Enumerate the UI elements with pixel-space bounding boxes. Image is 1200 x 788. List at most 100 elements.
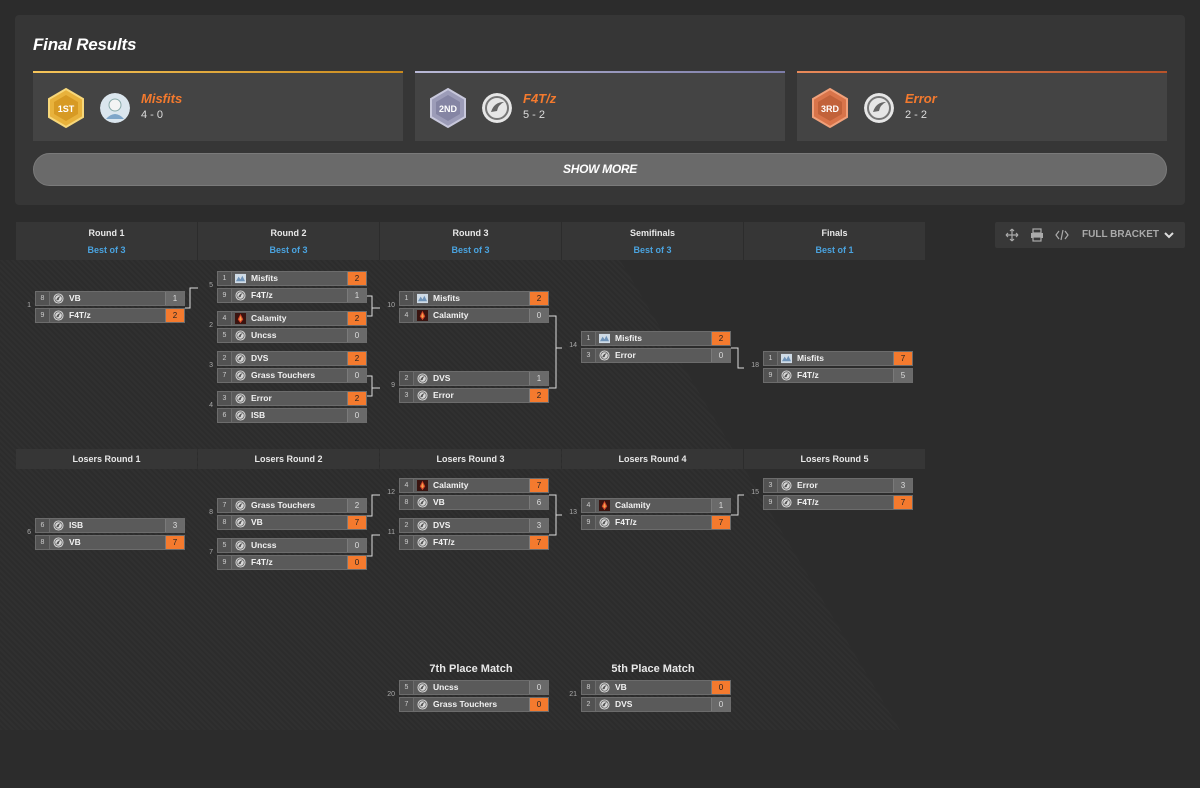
team-name[interactable]: DVS — [433, 373, 451, 383]
chevron-down-icon[interactable] — [1163, 229, 1175, 241]
show-more-button[interactable]: SHOW MORE — [33, 153, 1167, 186]
place-card-1st[interactable]: 1ST Misfits 4 - 0 — [33, 71, 403, 141]
embed-code-icon[interactable] — [1055, 228, 1069, 242]
team-name[interactable]: Error — [905, 91, 937, 106]
team-name[interactable]: Uncss — [433, 682, 459, 692]
place-card-2nd[interactable]: 2ND F4T/z 5 - 2 — [415, 71, 785, 141]
team-name[interactable]: Error — [433, 390, 454, 400]
team-name[interactable]: DVS — [433, 520, 451, 530]
team-name[interactable]: VB — [251, 517, 263, 527]
move-icon[interactable] — [1005, 228, 1019, 242]
team-name[interactable]: Error — [251, 393, 272, 403]
team-name[interactable]: F4T/z — [797, 370, 819, 380]
team-name[interactable]: Error — [615, 350, 636, 360]
team-name[interactable]: F4T/z — [251, 557, 273, 567]
full-bracket-dropdown[interactable]: FULL BRACKET — [1082, 229, 1160, 240]
team-name[interactable]: Misfits — [797, 353, 824, 363]
team-name[interactable]: Grass Touchers — [433, 699, 498, 709]
team-name[interactable]: Misfits — [141, 91, 183, 106]
team-name[interactable]: VB — [69, 293, 81, 303]
team-name[interactable]: Misfits — [433, 293, 460, 303]
team-name[interactable]: ISB — [69, 520, 84, 530]
team-name[interactable]: F4T/z — [523, 91, 557, 106]
team-name[interactable]: F4T/z — [797, 497, 819, 507]
team-name[interactable]: DVS — [251, 353, 269, 363]
team-name[interactable]: DVS — [615, 699, 633, 709]
place-card-3rd[interactable]: 3RD Error 2 - 2 — [797, 71, 1167, 141]
print-icon[interactable] — [1030, 228, 1044, 242]
team-name[interactable]: Misfits — [615, 333, 642, 343]
team-name[interactable]: Calamity — [251, 313, 287, 323]
team-name[interactable]: VB — [433, 497, 445, 507]
team-name[interactable]: VB — [69, 537, 81, 547]
team-name[interactable]: Uncss — [251, 540, 277, 550]
team-name[interactable]: Grass Touchers — [251, 370, 316, 380]
team-name[interactable]: F4T/z — [251, 290, 273, 300]
team-name[interactable]: F4T/z — [69, 310, 91, 320]
team-name[interactable]: Uncss — [251, 330, 277, 340]
team-name[interactable]: ISB — [251, 410, 266, 420]
team-name[interactable]: VB — [615, 682, 627, 692]
team-name[interactable]: Error — [797, 480, 818, 490]
team-name[interactable]: F4T/z — [433, 537, 455, 547]
team-name[interactable]: Grass Touchers — [251, 500, 316, 510]
team-name[interactable]: Calamity — [433, 480, 469, 490]
team-name[interactable]: F4T/z — [615, 517, 637, 527]
team-name[interactable]: Calamity — [615, 500, 651, 510]
